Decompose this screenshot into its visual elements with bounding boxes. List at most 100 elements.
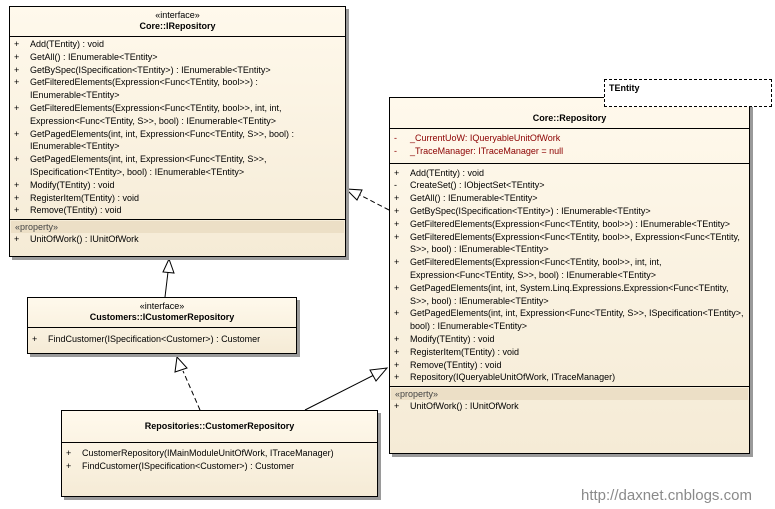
operation-signature: FindCustomer(ISpecification<Customer>) :… (48, 334, 261, 344)
attribute-row[interactable]: -_CurrentUoW: IQueryableUnitOfWork (390, 132, 749, 145)
operation-row[interactable]: + Repository(IQueryableUnitOfWork, ITrace… (390, 371, 749, 384)
operation-row[interactable]: +CustomerRepository(IMainModuleUnitOfWor… (62, 447, 377, 460)
operations-section: +FindCustomer(ISpecification<Customer>) … (28, 328, 296, 348)
visibility-marker: + (394, 257, 400, 268)
realization-arrowhead-icustomerrepository (174, 355, 188, 373)
template-parameter-box: TEntity (604, 79, 772, 107)
visibility-marker: - (394, 145, 397, 156)
visibility-marker: + (394, 401, 400, 412)
operation-row[interactable]: - CreateSet() : IObjectSet<TEntity> (390, 179, 749, 192)
operation-row[interactable]: + GetFilteredElements(Expression<Func<TEn… (10, 102, 345, 128)
operation-signature: RegisterItem(TEntity) : void (30, 192, 140, 203)
operation-signature: GetFilteredElements(Expression<Func<TEnt… (410, 231, 740, 255)
visibility-marker: + (14, 179, 20, 190)
operation-row[interactable]: + GetFilteredElements(Expression<Func<TEn… (390, 256, 749, 282)
operation-signature: RegisterItem(TEntity) : void (410, 346, 520, 357)
visibility-marker: + (14, 234, 20, 245)
property-signature: UnitOfWork() : IUnitOfWork (30, 234, 139, 245)
visibility-marker: + (394, 231, 400, 242)
operation-row[interactable]: + Remove(TEntity) : void (10, 204, 345, 217)
operation-row[interactable]: +GetAll() : IEnumerable<TEntity> (390, 192, 749, 205)
generalization-line-customerrepository-repository (304, 373, 377, 411)
operation-row[interactable]: + RegisterItem(TEntity) : void (390, 346, 749, 359)
operation-row[interactable]: +Add(TEntity) : void (390, 167, 749, 180)
operation-row[interactable]: +GetBySpec(ISpecification<TEntity>) : IE… (390, 205, 749, 218)
visibility-marker: + (14, 205, 20, 216)
class-name: Core::IRepository (139, 21, 216, 31)
class-irepository[interactable]: «interface» Core::IRepository +Add(TEnti… (9, 6, 346, 257)
operation-signature: GetPagedElements(int, int, Expression<Fu… (30, 128, 294, 152)
visibility-marker: + (394, 308, 400, 319)
operation-signature: Modify(TEntity) : void (30, 179, 115, 190)
class-name: Core::Repository (532, 113, 607, 123)
visibility-marker: + (394, 359, 400, 370)
operation-row[interactable]: +RegisterItem(TEntity) : void (10, 192, 345, 205)
property-stereotype-label: «property» (391, 388, 748, 401)
operation-signature: GetPagedElements(int, int, Expression<Fu… (410, 308, 744, 332)
stereotype-label: «interface» (155, 10, 200, 20)
operation-row[interactable]: +GetFilteredElements(Expression<Func<TEn… (10, 76, 345, 102)
operation-signature: FindCustomer(ISpecification<Customer>) :… (82, 460, 295, 471)
operation-row[interactable]: +Modify(TEntity) : void (390, 333, 749, 346)
operation-signature: GetFilteredElements(Expression<Func<TEnt… (410, 257, 662, 280)
class-repository[interactable]: Core::Repository -_CurrentUoW: IQueryabl… (389, 97, 750, 454)
operation-row[interactable]: + GetBySpec(ISpecification<TEntity>) : IE… (10, 64, 345, 77)
operation-signature: GetBySpec(ISpecification<TEntity>) : IEn… (30, 64, 271, 75)
class-name: Repositories::CustomerRepository (144, 421, 295, 431)
operation-signature: Remove(TEntity) : void (30, 205, 122, 216)
operation-signature: GetFilteredElements(Expression<Func<TEnt… (30, 102, 282, 126)
operation-row[interactable]: + GetFilteredElements(Expression<Func<TEn… (390, 231, 749, 257)
operation-row[interactable]: + Remove(TEntity) : void (390, 359, 749, 372)
operation-row[interactable]: +GetPagedElements(int, int, Expression<F… (10, 153, 345, 179)
visibility-marker: + (14, 77, 20, 88)
operation-signature: Add(TEntity) : void (410, 167, 485, 178)
property-signature: UnitOfWork() : IUnitOfWork (410, 401, 519, 412)
visibility-marker: + (14, 102, 20, 113)
operation-row[interactable]: +GetFilteredElements(Expression<Func<TEn… (390, 218, 749, 231)
visibility-marker: + (14, 154, 20, 165)
operation-signature: Modify(TEntity) : void (410, 333, 495, 344)
operation-row[interactable]: + Modify(TEntity) : void (10, 179, 345, 192)
operations-section: +Add(TEntity) : void-CreateSet() : IObje… (390, 164, 749, 388)
operation-row[interactable]: + GetPagedElements(int, int, Expression<F… (390, 307, 749, 333)
operation-signature: Remove(TEntity) : void (410, 359, 502, 370)
property-stereotype-label: «property» (11, 221, 344, 234)
properties-section: «property» + UnitOfWork() : IUnitOfWork (10, 220, 345, 248)
operation-row[interactable]: +FindCustomer(ISpecification<Customer>) … (62, 460, 377, 473)
visibility-marker: + (394, 218, 400, 229)
class-name: Customers::ICustomerRepository (89, 312, 235, 322)
property-row[interactable]: + UnitOfWork() : IUnitOfWork (390, 400, 749, 413)
operation-row[interactable]: + GetPagedElements(int, int, System.Linq.… (390, 282, 749, 308)
visibility-marker: + (394, 282, 400, 293)
operation-signature: GetPagedElements(int, int, System.Linq.E… (410, 282, 729, 306)
operation-row[interactable]: +FindCustomer(ISpecification<Customer>) … (28, 333, 296, 346)
operation-signature: Repository(IQueryableUnitOfWork, ITraceM… (410, 372, 616, 383)
operation-row[interactable]: + GetAll() : IEnumerable<TEntity> (10, 51, 345, 64)
visibility-marker: + (14, 128, 20, 139)
property-row[interactable]: + UnitOfWork() : IUnitOfWork (10, 233, 345, 246)
operation-signature: CreateSet() : IObjectSet<TEntity> (410, 180, 545, 191)
visibility-marker: + (14, 64, 20, 75)
visibility-marker: - (394, 180, 397, 191)
operation-row[interactable]: + GetPagedElements(int, int, Expression<F… (10, 128, 345, 154)
attributes-section: -_CurrentUoW: IQueryableUnitOfWork- _Trac… (390, 129, 749, 164)
class-header: Repositories::CustomerRepository (62, 411, 377, 443)
visibility-marker: + (394, 193, 400, 204)
attribute-signature: _TraceManager: ITraceManager = null (410, 145, 564, 156)
stereotype-label: «interface» (139, 301, 185, 311)
class-icustomerrepository[interactable]: «interface» Customers::ICustomerReposito… (27, 297, 297, 354)
class-customerrepository[interactable]: Repositories::CustomerRepository +Custom… (61, 410, 378, 497)
operation-row[interactable]: +Add(TEntity) : void (10, 38, 345, 51)
attribute-row[interactable]: - _TraceManager: ITraceManager = null (390, 145, 749, 158)
properties-section: «property» + UnitOfWork() : IUnitOfWork (390, 387, 749, 415)
operation-signature: GetAll() : IEnumerable<TEntity> (30, 51, 158, 62)
realization-line-repository-irepository (359, 194, 390, 211)
visibility-marker: + (394, 346, 400, 357)
visibility-marker: + (14, 39, 20, 49)
visibility-marker: + (394, 372, 400, 383)
class-header: «interface» Core::IRepository (10, 7, 345, 37)
operations-section: +CustomerRepository(IMainModuleUnitOfWor… (62, 443, 377, 475)
visibility-marker: + (14, 51, 20, 62)
realization-arrowhead-irepository-side (344, 188, 363, 201)
